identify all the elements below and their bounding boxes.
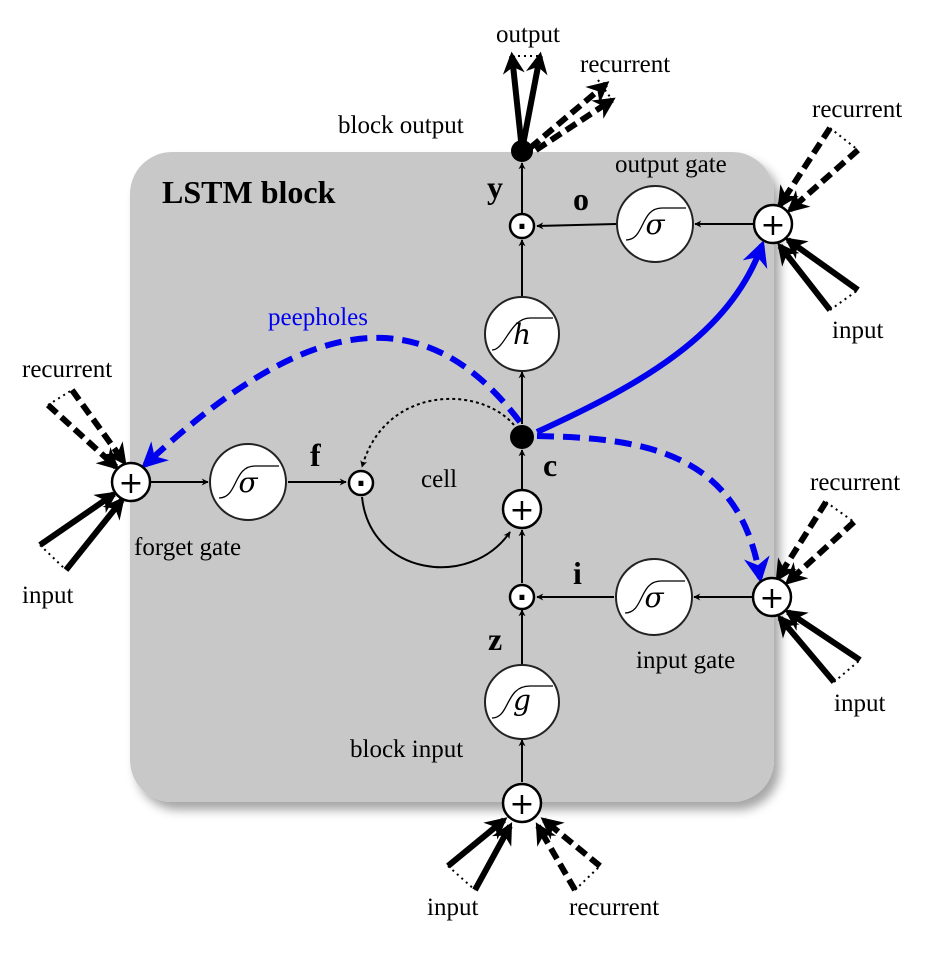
external-arrows	[38, 51, 862, 892]
io-block-input-recurrent-label: recurrent	[569, 894, 659, 921]
block-input-g-node: g	[484, 664, 560, 740]
var-c-label: c	[543, 447, 557, 483]
block-input-sum-node: +	[501, 782, 543, 824]
forget-product-node: ·	[347, 467, 375, 500]
svg-text:·: ·	[356, 467, 367, 500]
var-i-label: i	[573, 555, 582, 591]
input-gate-sigmoid-node: σ	[615, 558, 693, 636]
svg-text:g: g	[513, 684, 531, 717]
io-forget-gate-recurrent-label: recurrent	[22, 356, 112, 383]
peepholes-label: peepholes	[268, 304, 368, 331]
svg-text:σ: σ	[238, 466, 258, 499]
internal-connections	[151, 162, 758, 782]
input-gate-sum-node: +	[751, 576, 793, 618]
svg-text:+: +	[509, 493, 534, 528]
io-block-input-input-label: input	[427, 894, 478, 921]
output-gate-sum-node: +	[752, 203, 794, 245]
forget-gate-sigmoid-node: σ	[209, 443, 287, 521]
output-activation-h-node: h	[484, 296, 560, 372]
output-product-node: ·	[508, 210, 536, 243]
svg-text:+: +	[760, 208, 785, 243]
var-y-label: y	[487, 169, 503, 205]
output-gate-label: output gate	[615, 151, 727, 178]
cell-sum-node: +	[501, 488, 543, 530]
block-output-label: block output	[338, 112, 464, 139]
cell-state-node	[510, 425, 534, 449]
peephole-to-forget-gate	[141, 334, 523, 469]
svg-text:·: ·	[517, 581, 528, 614]
cell-label: cell	[421, 466, 457, 493]
io-block-output-recurrent-label: recurrent	[580, 51, 670, 78]
peephole-to-input-gate	[536, 433, 770, 584]
output-gate-sigmoid-node: σ	[616, 185, 694, 263]
svg-text:+: +	[759, 581, 784, 616]
io-input-gate-recurrent-label: recurrent	[810, 469, 900, 496]
block-input-label: block input	[350, 736, 463, 763]
block-output-node	[511, 140, 533, 162]
input-gate-label: input gate	[636, 647, 735, 674]
io-forget-gate-input-label: input	[22, 582, 73, 609]
forget-gate-label: forget gate	[134, 534, 241, 561]
svg-text:σ: σ	[644, 581, 664, 614]
peephole-connections	[141, 240, 770, 584]
io-output-label: output	[496, 21, 560, 48]
io-input-gate-input-label: input	[834, 690, 885, 717]
svg-text:+: +	[118, 466, 143, 501]
var-z-label: z	[488, 621, 502, 657]
io-output-gate-recurrent-label: recurrent	[812, 96, 902, 123]
peephole-to-output-gate	[535, 240, 768, 435]
block-title: LSTM block	[162, 174, 336, 210]
var-f-label: f	[310, 437, 321, 473]
svg-text:h: h	[513, 318, 531, 351]
input-product-node: ·	[508, 581, 536, 614]
io-output-gate-input-label: input	[832, 317, 883, 344]
lstm-block-background	[130, 152, 774, 802]
svg-text:σ: σ	[645, 208, 665, 241]
svg-text:·: ·	[517, 210, 528, 243]
forget-gate-sum-node: +	[110, 461, 152, 503]
svg-text:+: +	[509, 787, 534, 822]
var-o-label: o	[573, 181, 589, 217]
